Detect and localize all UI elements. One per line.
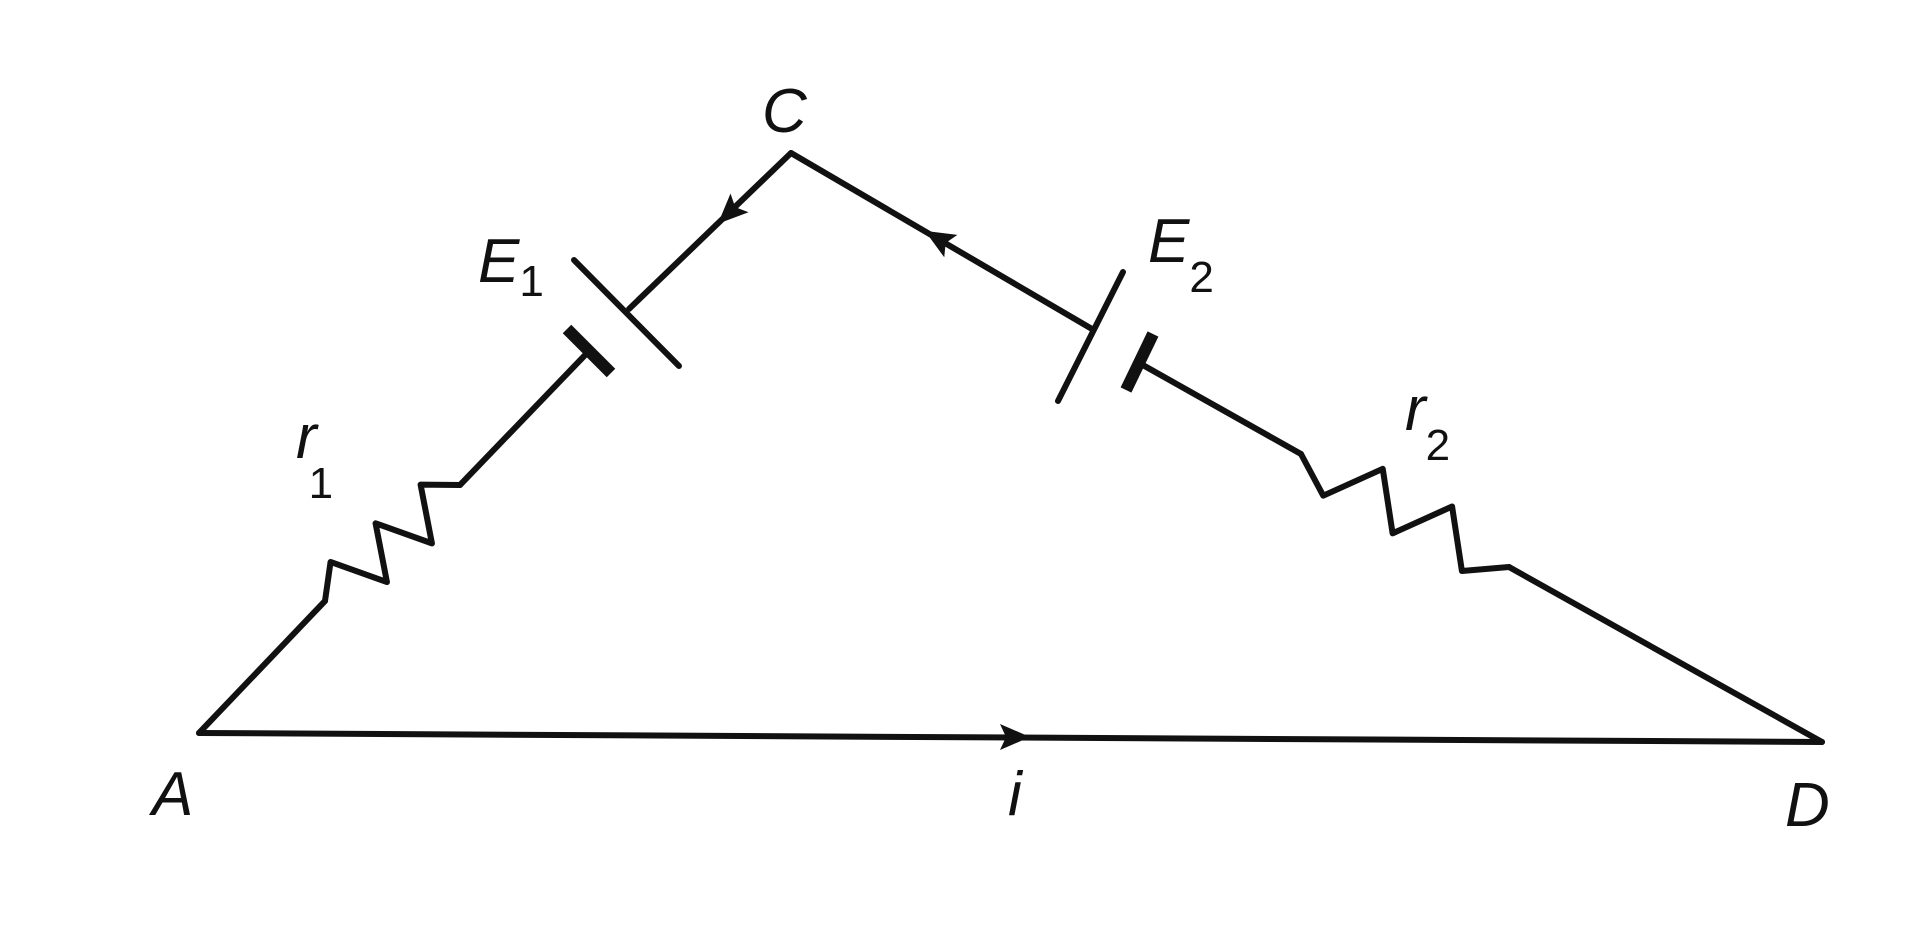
cell-e2-long-plate bbox=[1055, 269, 1126, 404]
cell-e1-label: E1 bbox=[478, 227, 544, 306]
resistor-r2-label: r2 bbox=[1405, 375, 1450, 470]
cell-e1-subscript: 1 bbox=[519, 257, 543, 306]
resistor-r1-letter: r bbox=[296, 403, 319, 472]
cell-e1-short-plate bbox=[562, 324, 616, 378]
wire-e2-r2 bbox=[1138, 361, 1304, 457]
resistor-r2-letter: r bbox=[1405, 375, 1428, 444]
cell-e2 bbox=[1055, 269, 1159, 404]
wire-c-e1 bbox=[626, 150, 794, 312]
current-arrow-e2-c bbox=[924, 230, 958, 258]
cell-e2-letter: E bbox=[1148, 207, 1190, 276]
wire-r1-a bbox=[196, 598, 328, 736]
node-label-c: C bbox=[762, 77, 808, 146]
current-label: i bbox=[1008, 760, 1024, 829]
node-label-a: A bbox=[148, 760, 193, 829]
wire-r2-d bbox=[1506, 564, 1825, 745]
cell-e1-long-plate bbox=[571, 257, 682, 369]
resistor-r2 bbox=[1298, 451, 1512, 575]
resistor-r1-subscript: 1 bbox=[309, 459, 333, 508]
resistor-r2-subscript: 2 bbox=[1426, 421, 1450, 470]
wire-e1-r1 bbox=[457, 348, 592, 488]
current-arrow-ad bbox=[1000, 724, 1030, 750]
cell-e1 bbox=[562, 257, 682, 378]
current-arrow-c-e1 bbox=[717, 193, 749, 224]
cell-e2-label: E2 bbox=[1148, 207, 1214, 302]
resistor-r1 bbox=[322, 481, 463, 604]
cell-e2-short-plate bbox=[1120, 331, 1159, 393]
cell-e2-subscript: 2 bbox=[1189, 253, 1213, 302]
cell-e1-letter: E bbox=[478, 227, 520, 296]
node-label-d: D bbox=[1785, 771, 1830, 840]
